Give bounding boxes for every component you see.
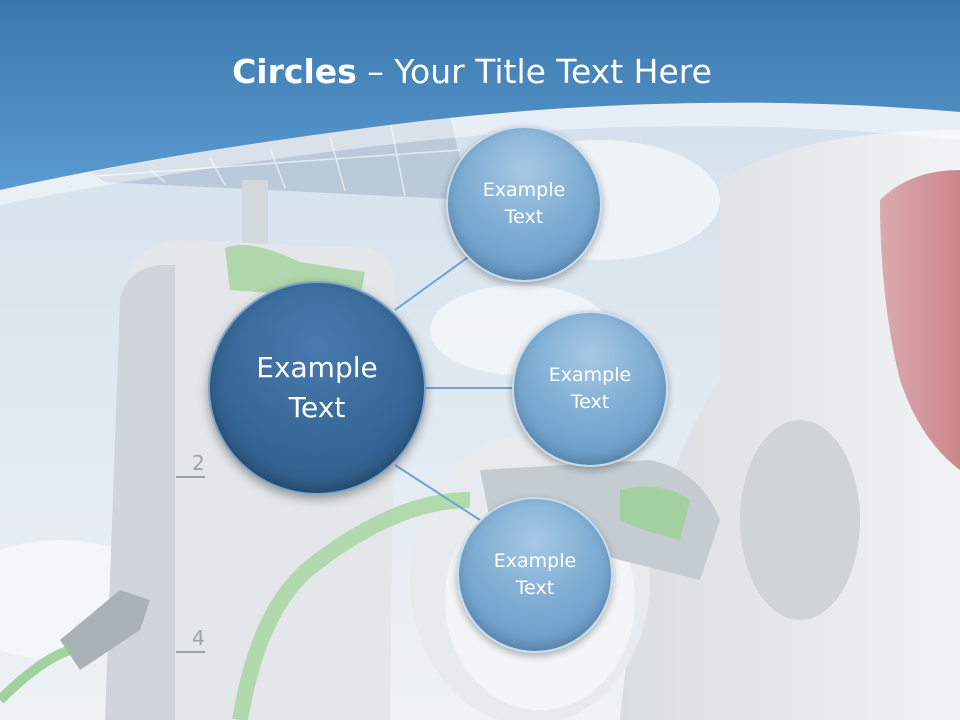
title-rest: Your Title Text Here (394, 52, 712, 91)
circle-bottom-label: Example Text (493, 550, 577, 599)
circle-top-label: Example Text (482, 179, 566, 228)
slide-title: Circles – Your Title Text Here (0, 52, 944, 91)
title-dash: – (356, 52, 395, 91)
connector-line-top (394, 249, 479, 311)
circle-middle: Example Text (512, 311, 668, 467)
main-circle-label: Example Text (256, 351, 378, 424)
circle-bottom: Example Text (457, 497, 613, 653)
title-bold: Circles (232, 52, 357, 91)
circle-top: Example Text (446, 126, 602, 282)
connector-line-bottom (394, 464, 481, 521)
main-circle: Example Text (208, 281, 426, 495)
circle-middle-label: Example Text (548, 364, 632, 413)
pump-number-4: 4 (192, 626, 205, 650)
pump-number-2: 2 (192, 451, 205, 475)
